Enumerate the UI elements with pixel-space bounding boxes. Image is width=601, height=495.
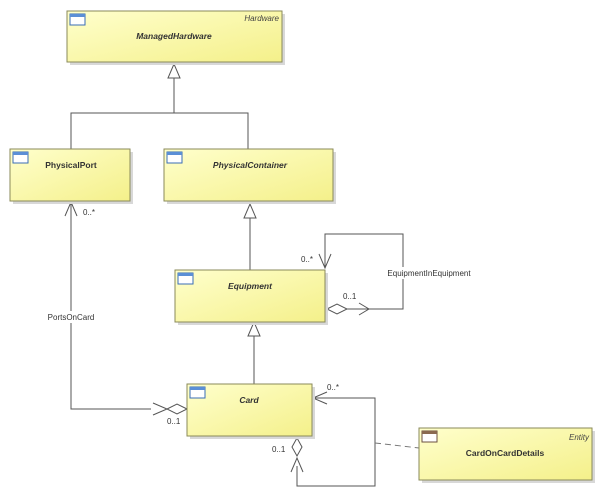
generalization-arrowhead xyxy=(167,62,181,79)
association-name-label: EquipmentInEquipment xyxy=(387,269,471,278)
stereotype-label: Entity xyxy=(569,433,590,442)
multiplicity-label: 0..1 xyxy=(167,417,181,426)
class-icon xyxy=(189,386,206,399)
class-name: ManagedHardware xyxy=(136,31,212,41)
class-name: CardOnCardDetails xyxy=(466,448,545,458)
association-ports-on-card[interactable] xyxy=(40,200,189,416)
generalization-equipment-to-physical-container[interactable] xyxy=(243,202,257,270)
class-icon xyxy=(69,13,86,26)
generalization-arrowhead xyxy=(243,202,257,219)
class-physical-container[interactable]: PhysicalContainer xyxy=(163,148,336,204)
generalization-card-to-equipment[interactable] xyxy=(247,320,261,384)
class-managed-hardware[interactable]: Hardware ManagedHardware xyxy=(66,10,285,65)
generalization-to-managed-hardware[interactable] xyxy=(70,62,249,149)
multiplicity-label: 0..1 xyxy=(272,445,286,454)
class-card-on-card-details[interactable]: Entity CardOnCardDetails xyxy=(418,427,595,483)
multiplicity-label: 0..* xyxy=(301,255,313,264)
aggregation-diamond xyxy=(291,436,303,458)
class-icon xyxy=(166,151,183,164)
class-physical-port[interactable]: PhysicalPort xyxy=(9,148,133,204)
entity-icon xyxy=(421,430,438,443)
class-name: PhysicalContainer xyxy=(213,160,288,170)
multiplicity-label: 0..* xyxy=(327,383,339,392)
aggregation-diamond xyxy=(165,403,189,415)
generalization-arrowhead xyxy=(247,320,261,337)
association-name-label: PortsOnCard xyxy=(48,313,95,322)
navigability-arrow xyxy=(318,253,332,270)
class-icon xyxy=(177,272,194,285)
navigability-arrow xyxy=(290,456,304,473)
class-name: Equipment xyxy=(228,281,273,291)
class-name: PhysicalPort xyxy=(45,160,97,170)
multiplicity-label: 0..1 xyxy=(343,292,357,301)
stereotype-label: Hardware xyxy=(244,14,279,23)
class-icon xyxy=(12,151,29,164)
multiplicity-label: 0..* xyxy=(83,208,95,217)
navigability-arrow xyxy=(152,402,169,416)
association-class-link xyxy=(374,442,420,449)
class-equipment[interactable]: Equipment xyxy=(174,269,328,325)
association-equipment-in-equipment[interactable] xyxy=(318,233,476,316)
class-name: Card xyxy=(239,395,259,405)
aggregation-diamond xyxy=(325,303,349,315)
class-card[interactable]: Card xyxy=(186,383,315,439)
